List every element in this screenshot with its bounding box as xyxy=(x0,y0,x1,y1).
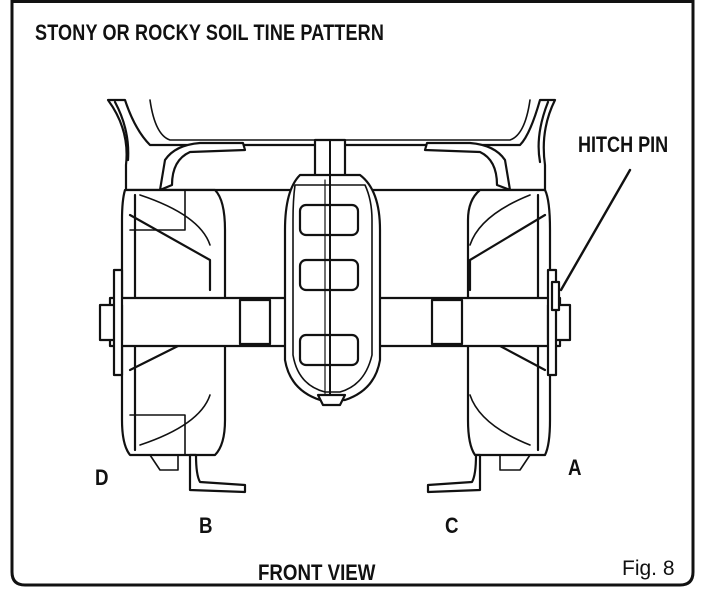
figure-border xyxy=(10,0,695,587)
hitch-pin-label: HITCH PIN xyxy=(578,132,669,157)
tine-label-c: C xyxy=(445,513,459,538)
tine-lower-right xyxy=(426,453,482,494)
axle-right xyxy=(368,296,562,348)
tine-lower-left xyxy=(188,453,247,494)
tine-label-d: D xyxy=(95,465,109,490)
tine-upper-right xyxy=(423,141,512,192)
axle-left xyxy=(108,296,302,348)
hitch-pin xyxy=(550,280,561,312)
hitch-pin-leader xyxy=(559,168,632,292)
figure-number: Fig. 8 xyxy=(622,557,675,580)
tine-upper-left xyxy=(158,141,247,192)
tiller-drawing xyxy=(98,98,632,494)
tine-label-b: B xyxy=(199,513,213,538)
tine-label-a: A xyxy=(568,455,582,480)
diagram-title: STONY OR ROCKY SOIL TINE PATTERN xyxy=(35,20,385,45)
view-caption: FRONT VIEW xyxy=(258,560,376,585)
transmission-housing xyxy=(283,138,382,407)
